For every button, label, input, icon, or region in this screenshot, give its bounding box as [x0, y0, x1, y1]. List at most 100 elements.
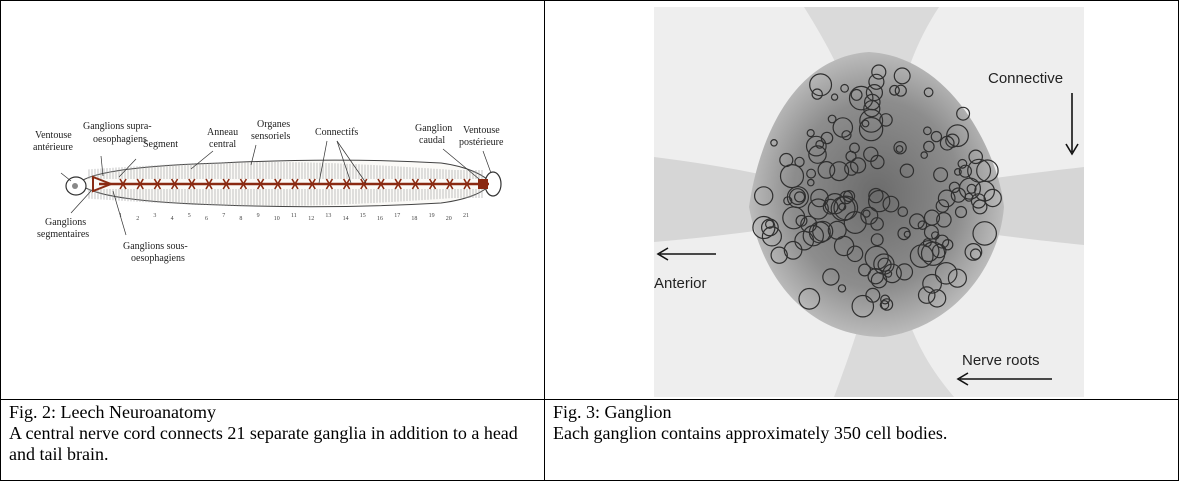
cell-body [897, 206, 909, 217]
cell-body [936, 212, 952, 228]
leech-diagram: Ventouse antérieure Ganglions supra- oes… [1, 1, 544, 399]
cell-body [956, 106, 971, 121]
label-anneau-2: central [209, 139, 236, 150]
cell-body [882, 195, 900, 213]
segment-number: 6 [205, 216, 208, 222]
segment-number: 14 [343, 216, 349, 222]
cell-body [942, 238, 954, 251]
ganglion-mark [188, 178, 196, 190]
cell-body [815, 139, 825, 149]
cell-body [794, 156, 805, 168]
cell-body [807, 178, 815, 187]
cell-body [937, 189, 956, 208]
cell-body [879, 113, 893, 127]
segment-number: 2 [136, 216, 139, 222]
cell-body [964, 192, 974, 202]
cell-body [895, 145, 904, 153]
figure3-caption-title: Fig. 3: Ganglion [553, 402, 672, 422]
cell-body [870, 217, 884, 231]
cell-body [809, 73, 833, 97]
head-brain [92, 175, 114, 193]
figure3-image-cell: Connective Anterior Nerve roots [544, 0, 1179, 400]
label-organes-2: sensoriels [251, 131, 291, 142]
cell-body [880, 298, 894, 311]
cell-body [807, 198, 829, 220]
nerve-roots-arrow [956, 372, 1052, 386]
label-ganglions-supra-2: oesophagiens [93, 134, 147, 145]
figure3-caption: Fig. 3: Ganglion Each ganglion contains … [544, 399, 1179, 481]
cell-body [789, 188, 807, 206]
cell-body [770, 139, 778, 147]
segment-number: 17 [394, 213, 400, 219]
ganglion-mark [136, 178, 144, 190]
segment-number: 18 [411, 216, 417, 222]
cell-body [917, 286, 936, 304]
cell-body [893, 140, 907, 155]
cell-body [829, 161, 850, 182]
anterior-sucker-center [72, 183, 78, 189]
label-ventouse-posterieure-2: postérieure [459, 137, 504, 148]
cell-body [954, 205, 968, 219]
cell-body [830, 93, 839, 101]
segment-number: 15 [360, 213, 366, 219]
cell-body [897, 227, 911, 241]
segment-number: 13 [325, 213, 331, 219]
ganglion-mark [205, 178, 213, 190]
cell-body [794, 191, 806, 203]
label-ganglions-supra-1: Ganglions supra- [83, 121, 152, 132]
tail-brain [478, 179, 488, 189]
cell-body [808, 145, 827, 164]
segment-number: 4 [171, 216, 174, 222]
connective-arrow [1065, 93, 1079, 156]
cell-body [930, 130, 943, 143]
cell-body [964, 242, 983, 261]
cell-body [877, 257, 892, 272]
cell-body [850, 157, 867, 174]
cell-body [802, 224, 824, 247]
label-anterior: Anterior [654, 275, 707, 292]
cell-body [889, 84, 900, 96]
segment-number: 5 [188, 213, 191, 219]
segment-number: 12 [308, 216, 314, 222]
cell-body [923, 126, 932, 136]
cell-body [753, 186, 774, 206]
cell-body [922, 273, 943, 294]
cell-body [920, 151, 929, 159]
cell-body [865, 287, 881, 303]
body-ring-hatching [88, 162, 483, 206]
cell-body [945, 133, 960, 148]
cell-body [848, 85, 874, 111]
label-pointers [60, 140, 492, 236]
cell-body [983, 188, 1002, 208]
cell-body [811, 88, 823, 100]
segmental-ganglia [119, 178, 471, 190]
segment-number: 20 [446, 216, 452, 222]
cell-body [851, 294, 875, 318]
ganglion-mark [411, 178, 420, 190]
cell-body [933, 167, 949, 183]
figure3-caption-text: Each ganglion contains approximately 350… [553, 423, 948, 443]
cell-body [822, 198, 839, 215]
cell-body [870, 154, 885, 170]
cell-body [923, 87, 934, 98]
ganglion-mark [394, 178, 402, 190]
segment-number: 16 [377, 216, 383, 222]
label-anneau-1: Anneau [207, 127, 238, 138]
label-ventouse-posterieure-1: Ventouse [463, 125, 500, 136]
cell-body [917, 220, 928, 230]
cell-body [893, 67, 911, 85]
cell-body [846, 245, 864, 263]
cell-body [764, 219, 775, 229]
ganglion-mark [256, 178, 265, 190]
ganglion-micrograph: Connective Anterior Nerve roots [654, 7, 1084, 397]
label-ventouse-anterieure-2: antérieure [33, 142, 74, 153]
cell-body [843, 211, 867, 235]
cell-body [760, 218, 779, 237]
cell-body [858, 116, 884, 142]
ganglion-mark [291, 178, 299, 190]
ganglion-mark [377, 178, 385, 190]
ganglion-mark [222, 178, 230, 190]
label-connective: Connective [988, 70, 1063, 87]
